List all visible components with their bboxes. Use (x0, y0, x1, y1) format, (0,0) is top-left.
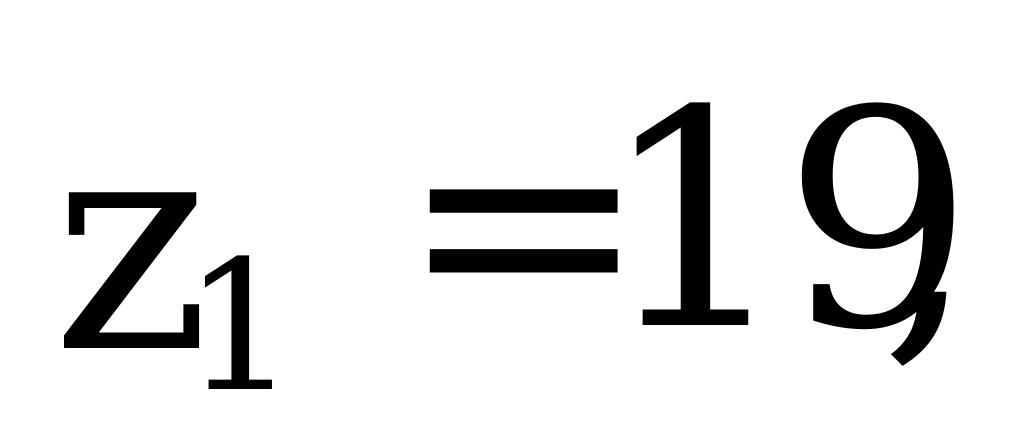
variable-z: z (52, 70, 211, 419)
trailing-comma: , (880, 47, 976, 396)
value-number: 19 (600, 47, 974, 396)
subscript-index: 1 (183, 223, 298, 432)
equals-sign: = (398, 47, 650, 396)
